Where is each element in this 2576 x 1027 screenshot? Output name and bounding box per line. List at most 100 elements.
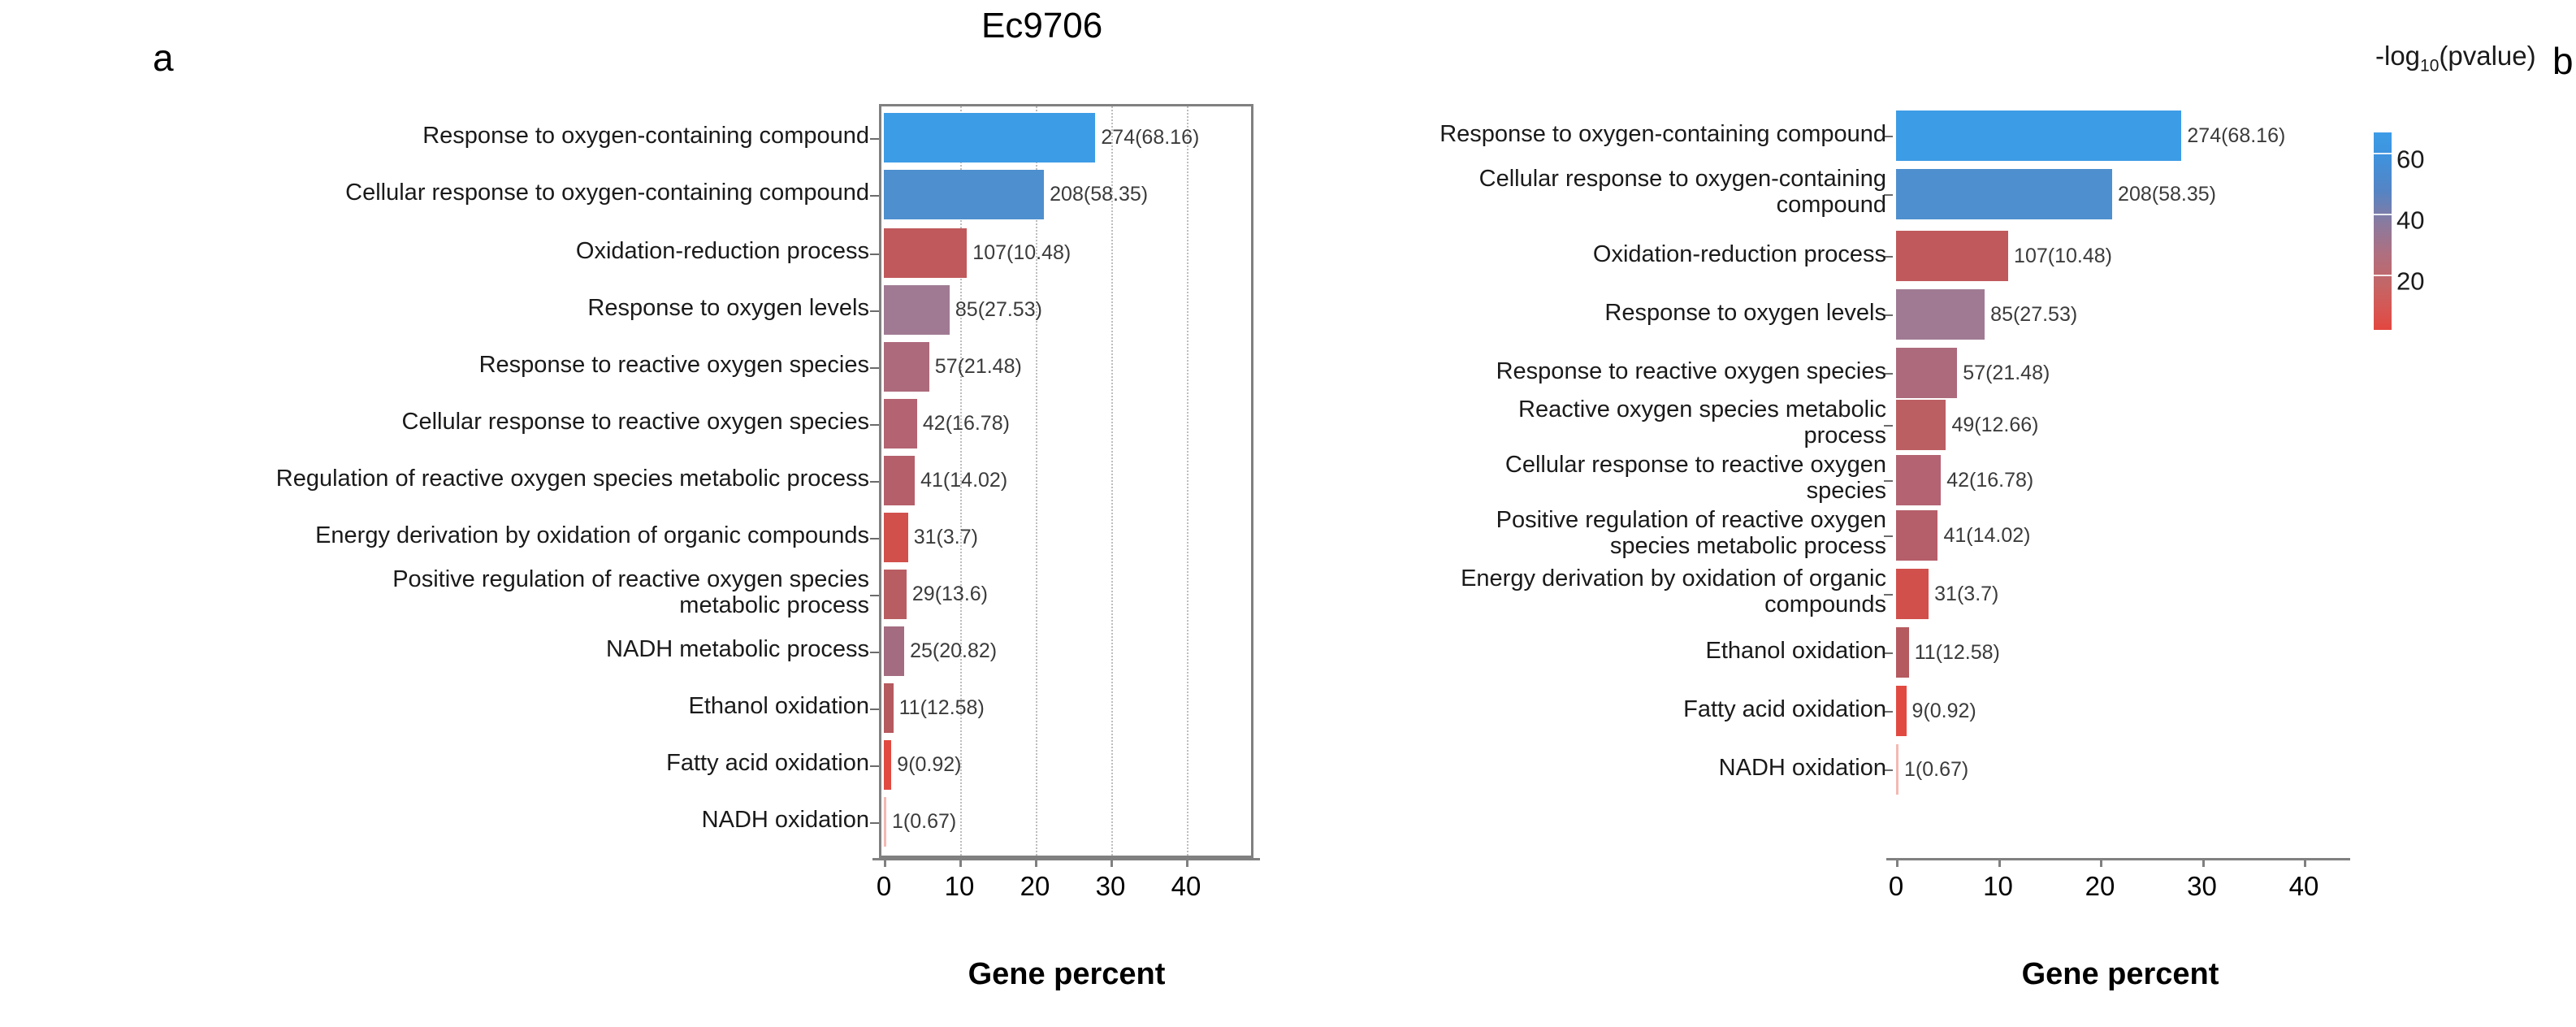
x-tick-label-10: 10: [1983, 871, 2013, 901]
bar-row[interactable]: 57(21.48): [884, 342, 1250, 392]
bar-row[interactable]: 1(0.67): [1896, 744, 2340, 795]
bar[interactable]: [1896, 686, 1907, 736]
bar-row[interactable]: 29(13.6): [884, 570, 1250, 619]
y-axis-category-label: Response to reactive oxygen species: [1496, 358, 1886, 384]
bar[interactable]: [1896, 110, 2182, 161]
bar[interactable]: [884, 683, 894, 733]
bar-row[interactable]: 41(14.02): [1896, 510, 2340, 561]
gridline-10: [960, 106, 962, 856]
bar[interactable]: [884, 740, 892, 790]
y-axis-category-label: Response to oxygen-containing compound: [422, 123, 869, 149]
bar[interactable]: [884, 170, 1045, 219]
bar[interactable]: [884, 228, 968, 278]
y-axis-category-label: Energy derivation by oxidation of organi…: [1461, 566, 1886, 618]
bar-value-label: 107(10.48): [972, 241, 1072, 264]
bar[interactable]: [1896, 744, 1898, 795]
y-tick-mark: [870, 194, 879, 197]
gridline-30: [1111, 106, 1113, 856]
y-axis-category-label: Oxidation-reduction process: [1592, 240, 1886, 267]
x-tick-label-40: 40: [2288, 871, 2319, 901]
bar-value-label: 25(20.82): [910, 639, 998, 662]
bar-row[interactable]: 25(20.82): [884, 626, 1250, 676]
bar-row[interactable]: 208(58.35): [884, 170, 1250, 219]
bar[interactable]: [884, 342, 929, 392]
x-axis-title: Gene percent: [2021, 957, 2219, 991]
y-axis-category-label: Ethanol oxidation: [688, 693, 870, 719]
bar[interactable]: [1896, 169, 2113, 219]
bar-row[interactable]: 85(27.53): [884, 285, 1250, 335]
bar-row[interactable]: 41(14.02): [884, 456, 1250, 505]
gridline-40: [1187, 106, 1188, 856]
bar[interactable]: [1896, 455, 1942, 505]
bar-row[interactable]: 31(3.7): [1896, 569, 2340, 619]
x-tick-mark-0: [1896, 858, 1898, 867]
bar[interactable]: [1896, 400, 1946, 450]
bar-value-label: 31(3.7): [913, 526, 978, 548]
y-tick-mark: [1884, 194, 1893, 196]
bar[interactable]: [1896, 289, 1985, 340]
bar[interactable]: [884, 399, 917, 448]
bar[interactable]: [1896, 348, 1958, 398]
y-tick-mark: [870, 821, 879, 824]
bar[interactable]: [1896, 569, 1929, 619]
bar[interactable]: [884, 113, 1096, 162]
y-tick-mark: [870, 708, 879, 710]
colorbar-tick-mark-60: [2374, 153, 2392, 154]
bar[interactable]: [1896, 510, 1938, 561]
x-tick-mark-30: [2202, 858, 2205, 867]
bar-row[interactable]: 42(16.78): [884, 399, 1250, 448]
bar-row[interactable]: 42(16.78): [1896, 455, 2340, 505]
y-axis-category-label: Cellular response to oxygen-containing c…: [345, 180, 869, 206]
bar[interactable]: [884, 513, 908, 562]
y-tick-mark: [870, 480, 879, 483]
y-tick-mark: [870, 537, 879, 540]
bar-row[interactable]: 274(68.16): [1896, 110, 2340, 161]
y-tick-mark: [870, 423, 879, 426]
x-tick-label-30: 30: [2187, 871, 2217, 901]
bar-row[interactable]: 31(3.7): [884, 513, 1250, 562]
bar-value-label: 208(58.35): [2118, 182, 2216, 206]
bar[interactable]: [884, 285, 950, 335]
bar-row[interactable]: 9(0.92): [884, 740, 1250, 790]
bar-row[interactable]: 11(12.58): [884, 683, 1250, 733]
bar-row[interactable]: 107(10.48): [1896, 231, 2340, 281]
bar[interactable]: [1896, 627, 1909, 678]
y-axis-category-label: Positive regulation of reactive oxygen s…: [392, 566, 869, 618]
bar-row[interactable]: 57(21.48): [1896, 348, 2340, 398]
y-tick-mark: [1884, 314, 1893, 316]
bar[interactable]: [884, 797, 886, 847]
bar-value-label: 41(14.02): [920, 469, 1008, 492]
y-tick-mark: [870, 310, 879, 312]
bar-row[interactable]: 9(0.92): [1896, 686, 2340, 736]
bar-row[interactable]: 1(0.67): [884, 797, 1250, 847]
y-axis-category-label: Response to oxygen levels: [587, 295, 869, 321]
bar[interactable]: [884, 456, 916, 505]
x-tick-mark-10: [959, 858, 962, 867]
bar-row[interactable]: 208(58.35): [1896, 169, 2340, 219]
bar[interactable]: [884, 570, 907, 619]
colorbar-gradient: [2374, 132, 2392, 330]
bar[interactable]: [884, 626, 905, 676]
y-tick-mark: [870, 765, 879, 767]
colorbar-tick-label-40: 40: [2396, 206, 2425, 235]
bar-row[interactable]: 274(68.16): [884, 113, 1250, 162]
bar-row[interactable]: 49(12.66): [1896, 400, 2340, 450]
colorbar-title-prefix: -log: [2375, 41, 2421, 71]
bar-row[interactable]: 11(12.58): [1896, 627, 2340, 678]
bar[interactable]: [1896, 231, 2009, 281]
y-tick-mark: [1884, 594, 1893, 596]
y-axis-category-label: NADH metabolic process: [606, 636, 869, 662]
bar-value-label: 107(10.48): [2014, 244, 2112, 267]
y-axis-category-label: Ethanol oxidation: [1705, 637, 1887, 664]
bar-value-label: 57(21.48): [934, 355, 1022, 378]
x-tick-label-20: 20: [2085, 871, 2115, 901]
colorbar-title-subscript: 10: [2420, 56, 2440, 76]
x-tick-label-0: 0: [876, 871, 892, 901]
colorbar-title-suffix: (pvalue): [2439, 41, 2536, 71]
bar-row[interactable]: 85(27.53): [1896, 289, 2340, 340]
bar-row[interactable]: 107(10.48): [884, 228, 1250, 278]
x-axis-title: Gene percent: [968, 957, 1166, 991]
x-tick-mark-0: [884, 858, 886, 867]
